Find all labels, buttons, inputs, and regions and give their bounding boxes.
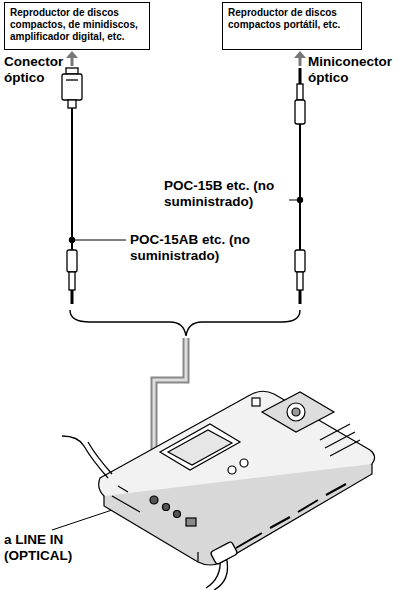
box-text: Reproductor de discos compactos, de mini…	[10, 7, 144, 43]
device-box: Reproductor de discos compactos, de mini…	[4, 2, 150, 50]
device-box: Reproductor de discos compactos portátil…	[222, 2, 362, 50]
part-label: POC-15B etc. (no suministrado)	[164, 178, 286, 210]
cord	[62, 436, 238, 590]
md-recorder	[99, 391, 375, 565]
part-label: a LINE IN (OPTICAL)	[4, 532, 100, 564]
part-label: Miniconector óptico	[308, 54, 408, 86]
part-label: POC-15AB etc. (no suministrado)	[130, 232, 256, 264]
part-label: Conector óptico	[4, 54, 68, 86]
optical-cable	[62, 68, 82, 304]
box-text: Reproductor de discos compactos portátil…	[228, 7, 356, 31]
mini-optical-cable	[295, 68, 305, 304]
arrow-up	[66, 51, 306, 66]
bracket	[70, 310, 300, 336]
